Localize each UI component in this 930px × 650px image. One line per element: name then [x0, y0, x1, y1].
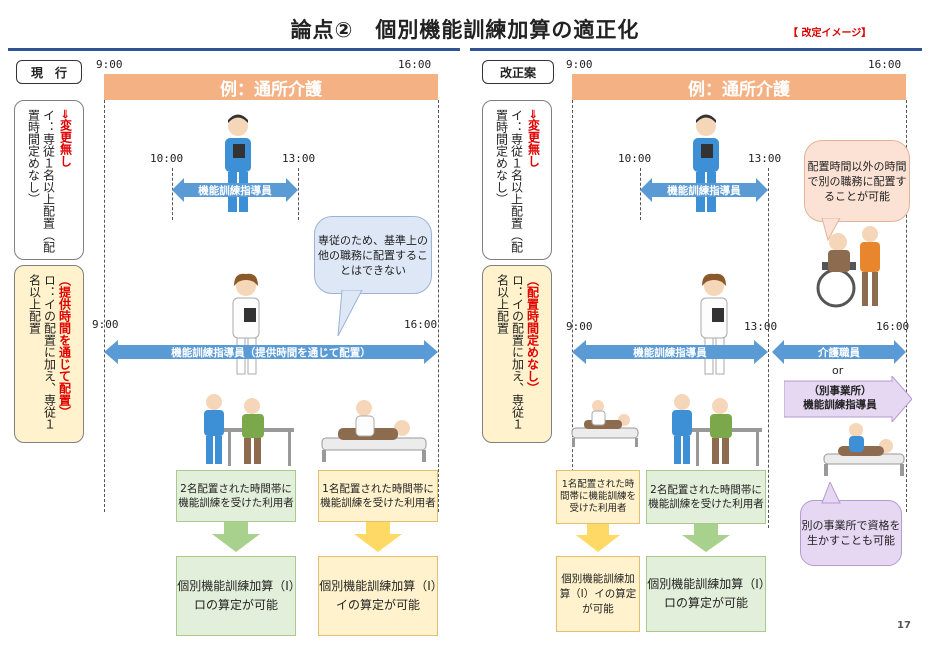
- r-yellow-box: 1名配置された時間帯に機能訓練を受けた利用者: [556, 470, 640, 524]
- r-bubble-other-duty: 配置時間以外の時間で別の職務に配置することが可能: [804, 140, 910, 222]
- r-time-16-b: 16:00: [876, 320, 910, 333]
- time-10: 10:00: [150, 152, 184, 165]
- dash-10: [172, 168, 173, 220]
- box-i-red: ⇒変更無し: [58, 109, 73, 168]
- page-number: 17: [897, 620, 911, 631]
- r-dash-16: [906, 100, 907, 512]
- r-yellow-down-arrow: [576, 524, 620, 552]
- r-dash-13: [768, 168, 769, 528]
- r-box-i-text: イ：専従１名以上配置（配置時間定めなし）: [494, 109, 524, 253]
- r-time-13: 13:00: [748, 152, 782, 165]
- r-bubble2-tail: [821, 482, 841, 504]
- time-13: 13:00: [282, 152, 316, 165]
- other-office-arrow: （別事業所） 機能訓練指導員: [784, 376, 912, 422]
- wheelchair-caregiver-icon: [816, 226, 880, 308]
- r-dash-10: [640, 168, 641, 220]
- r-box-ro-text: ロ：イの配置に加え、専従１名以上配置: [495, 274, 525, 430]
- bubble-tail: [337, 290, 363, 337]
- r-example-header: 例：通所介護: [572, 74, 906, 100]
- box-i: イ：専従１名以上配置（配置時間定めなし） ⇒変更無し: [14, 100, 84, 260]
- title-rule-left: [8, 48, 460, 51]
- r-staff-arrow-short: 機能訓練指導員: [640, 178, 768, 202]
- example-header: 例：通所介護: [104, 74, 438, 100]
- title-rule-right: [470, 48, 922, 51]
- left-result-i: 個別機能訓練加算（Ⅰ）イの算定が可能: [318, 556, 438, 636]
- r-elderly-walking-training-icon: [672, 394, 762, 466]
- r-staff-arrow-long-label: 機能訓練指導員: [633, 346, 707, 359]
- left-yellow-box: 1名配置された時間帯に機能訓練を受けた利用者: [318, 470, 438, 522]
- r-time-16: 16:00: [868, 58, 902, 71]
- box-i-text: イ：専従１名以上配置（配置時間定めなし）: [26, 109, 56, 253]
- care-staff-arrow: 介護職員: [772, 340, 906, 364]
- left-green-box: 2名配置された時間帯に機能訓練を受けた利用者: [176, 470, 296, 522]
- r-box-ro-red: （配置時間定めなし）: [525, 274, 540, 394]
- revision-tag: 【 改定イメージ】: [788, 28, 872, 39]
- left-result-ro: 個別機能訓練加算（Ⅰ）ロの算定が可能: [176, 556, 296, 636]
- left-yellow-down-arrow: [354, 522, 402, 552]
- box-ro: ロ：イの配置に加え、専従１名以上配置 （提供時間を通じて配置）: [14, 265, 84, 443]
- proposal-badge: 改正案: [482, 60, 554, 84]
- page-title: 論点② 個別機能訓練加算の適正化: [290, 18, 640, 42]
- r-box-ro: ロ：イの配置に加え、専従１名以上配置 （配置時間定めなし）: [482, 265, 552, 443]
- box-ro-text: ロ：イの配置に加え、専従１名以上配置: [27, 274, 57, 430]
- time-16-b: 16:00: [404, 318, 438, 331]
- exclusive-bubble: 専従のため、基準上の他の職務に配置することはできない: [314, 216, 432, 294]
- r-dash-9: [572, 100, 573, 512]
- bedside-care-icon: [321, 400, 427, 462]
- staff-arrow-short: 機能訓練指導員: [172, 178, 298, 202]
- r-result-ro: 個別機能訓練加算（Ⅰ）ロの算定が可能: [646, 556, 766, 632]
- male-therapist-icon: [225, 114, 251, 212]
- r-other-bedside-icon: [823, 423, 905, 476]
- r-time-10: 10:00: [618, 152, 652, 165]
- staff-arrow-label: 機能訓練指導員: [198, 184, 272, 197]
- r-staff-arrow-label: 機能訓練指導員: [667, 184, 741, 197]
- dash-13: [298, 168, 299, 220]
- r-green-box: 2名配置された時間帯に機能訓練を受けた利用者: [646, 470, 766, 524]
- time-9-b: 9:00: [92, 318, 119, 331]
- r-time-9: 9:00: [566, 58, 593, 71]
- r-bedside-care-icon: [571, 400, 639, 447]
- r-box-i: イ：専従１名以上配置（配置時間定めなし） ⇒変更無し: [482, 100, 552, 260]
- r-green-down-arrow: [682, 524, 730, 552]
- other-office-label-1: （別事業所）: [808, 385, 872, 397]
- other-office-label-2: 機能訓練指導員: [803, 399, 877, 411]
- r-bubble-other-office: 別の事業所で資格を生かすことも可能: [800, 500, 902, 566]
- time-9: 9:00: [96, 58, 123, 71]
- dash-9: [104, 100, 105, 512]
- time-16: 16:00: [398, 58, 432, 71]
- r-result-i: 個別機能訓練加算（Ⅰ）イの算定が可能: [556, 556, 640, 632]
- or-label: or: [832, 364, 844, 377]
- r-time-13-b: 13:00: [744, 320, 778, 333]
- r-box-i-red: ⇒変更無し: [526, 109, 541, 168]
- care-staff-label: 介護職員: [818, 346, 860, 359]
- r-bubble-tail: [821, 218, 841, 242]
- staff-arrow-long-label: 機能訓練指導員（提供時間を通じて配置）: [171, 346, 371, 359]
- left-green-down-arrow: [212, 522, 260, 552]
- box-ro-red: （提供時間を通じて配置）: [57, 274, 72, 418]
- r-time-9-b: 9:00: [566, 320, 593, 333]
- r-male-therapist-icon: [693, 114, 719, 212]
- staff-arrow-long: 機能訓練指導員（提供時間を通じて配置）: [104, 340, 438, 364]
- elderly-walking-training-icon: [204, 394, 294, 466]
- current-badge: 現 行: [16, 60, 82, 84]
- r-staff-arrow-long: 機能訓練指導員: [572, 340, 768, 364]
- dash-16: [438, 100, 439, 512]
